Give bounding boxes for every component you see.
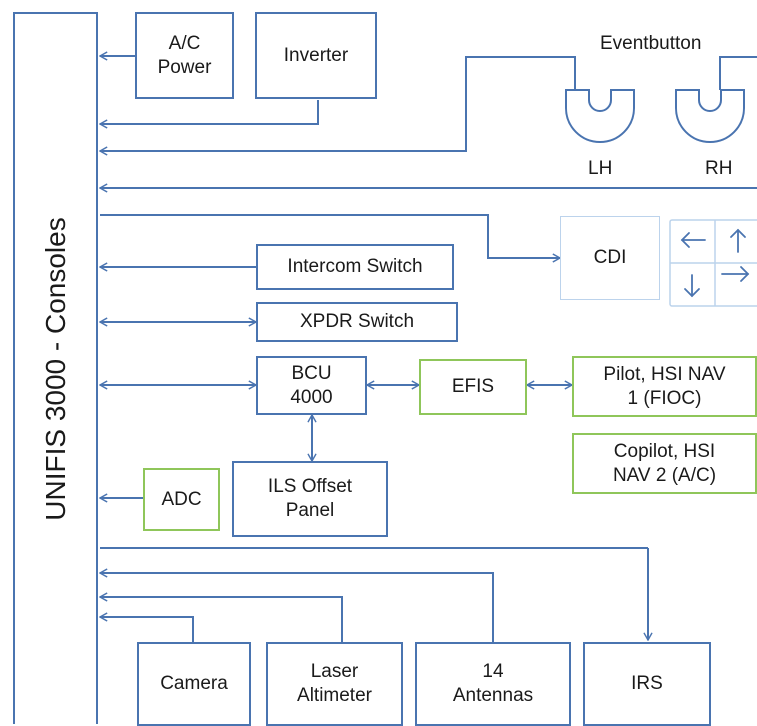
bcu-box: BCU 4000 <box>256 356 367 415</box>
arrow-down-icon <box>684 274 700 298</box>
arrow-right-icon <box>721 266 750 282</box>
intercom-switch-box: Intercom Switch <box>256 244 454 290</box>
u-button-icon <box>565 89 745 143</box>
laser-altimeter-box: Laser Altimeter <box>266 642 403 726</box>
console-title: UNIFIS 3000 - Consoles <box>39 217 71 521</box>
arrow-left-icon <box>680 232 706 248</box>
xpdr-switch-box: XPDR Switch <box>256 302 458 342</box>
camera-box: Camera <box>137 642 251 726</box>
adc-box: ADC <box>143 468 220 531</box>
antennas-box: 14 Antennas <box>415 642 571 726</box>
eventbutton-rh-label: RH <box>705 158 733 179</box>
console-panel: UNIFIS 3000 - Consoles <box>13 12 98 724</box>
ac-power-box: A/C Power <box>135 12 234 99</box>
direction-arrows-panel <box>669 219 757 307</box>
copilot-hsi-box: Copilot, HSI NAV 2 (A/C) <box>572 433 757 494</box>
eventbutton-lh-label: LH <box>588 158 613 179</box>
eventbutton-title: Eventbutton <box>600 33 702 54</box>
pilot-hsi-box: Pilot, HSI NAV 1 (FIOC) <box>572 356 757 417</box>
irs-box: IRS <box>583 642 711 726</box>
efis-box: EFIS <box>419 359 527 415</box>
inverter-box: Inverter <box>255 12 377 99</box>
ils-offset-panel-box: ILS Offset Panel <box>232 461 388 537</box>
cdi-box: CDI <box>560 216 660 300</box>
arrow-up-icon <box>730 228 746 253</box>
